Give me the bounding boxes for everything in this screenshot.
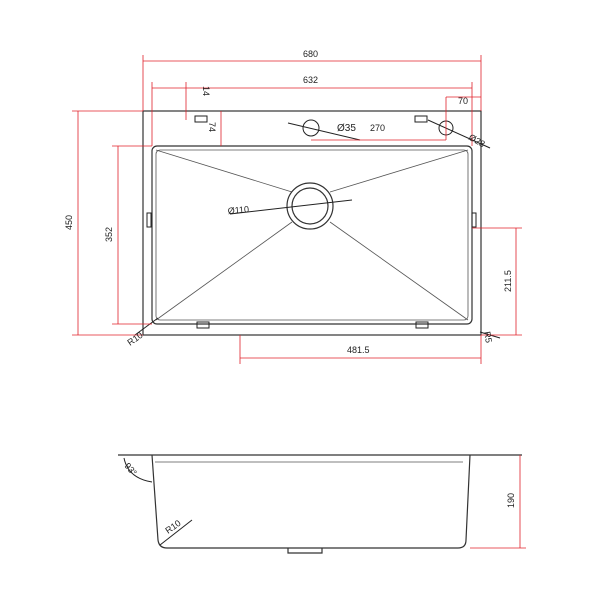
soap-leader (427, 119, 491, 149)
bowl-outline (151, 145, 473, 325)
side-tab (471, 212, 477, 228)
side-view (118, 454, 522, 554)
top-view (134, 110, 501, 339)
clip-slot (415, 321, 429, 329)
side-dimensions: 190 93° R10 (122, 455, 526, 549)
clip-slot (194, 115, 208, 123)
dim-faucet-hole: Ø35 (337, 123, 356, 134)
bowl-profile (151, 454, 471, 549)
dim-outer-radius: R5 (482, 331, 494, 344)
dim-height: 190 (506, 493, 516, 508)
faucet-hole (302, 119, 320, 137)
dim-overall-depth: 450 (64, 215, 74, 230)
drain-stub (287, 548, 323, 554)
clip-slot (196, 321, 210, 329)
dim-drain-offset-y: 211.5 (503, 270, 513, 292)
dim-drain-offset-x: 481.5 (347, 345, 370, 355)
dim-bowl-depth: 352 (104, 227, 114, 242)
drain-inner (291, 187, 329, 225)
clip-slot (414, 115, 428, 123)
dim-drain: Ø110 (227, 204, 249, 216)
angle-arc (123, 457, 153, 483)
sink-outline (142, 110, 482, 336)
dim-bowl-offset: 74 (207, 122, 217, 132)
drain-outer (286, 182, 334, 230)
dim-faucet-offset: 70 (458, 96, 468, 106)
radius-leader (134, 317, 159, 336)
dim-edge-offset: 14 (201, 86, 211, 96)
dim-bottom-radius: R10 (163, 518, 182, 536)
radius-leader (159, 519, 193, 546)
dim-overall-width: 680 (303, 49, 318, 59)
bowl-inner (155, 149, 469, 321)
dim-wall-angle: 93° (122, 461, 139, 478)
dim-bowl-width: 632 (303, 75, 318, 85)
dim-hole-spacing: 270 (370, 123, 385, 133)
side-tab (146, 212, 152, 228)
faucet-leader (287, 122, 361, 141)
dim-bowl-radius: R10 (125, 330, 144, 348)
bowl-slope-lines (155, 149, 469, 321)
drain-leader (229, 199, 353, 215)
